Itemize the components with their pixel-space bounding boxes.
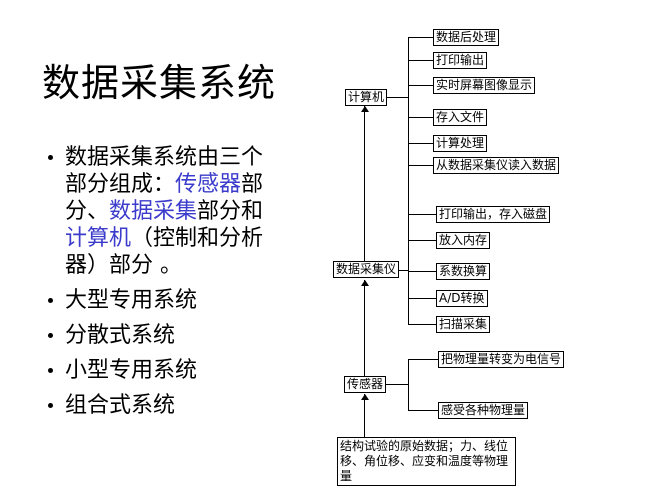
- intro-segment: 数据采集系统由三个部分组成：: [65, 145, 264, 197]
- list-item-label: 小型专用系统: [65, 358, 198, 383]
- connector-leaf: [408, 165, 433, 166]
- intro-segment: 部分、: [65, 172, 264, 224]
- leaf-print-output: 打印输出: [433, 52, 488, 69]
- connector-computer: [385, 97, 408, 98]
- arrow-up-icon: [361, 106, 369, 112]
- leaf-sense-physical-quantities: 感受各种物理量: [438, 402, 529, 419]
- connector-leaf: [408, 37, 433, 38]
- connector-leaf: [408, 117, 433, 118]
- arrow-up-icon: [361, 394, 369, 400]
- node-computer: 计算机: [345, 89, 388, 106]
- node-sensor: 传感器: [344, 376, 387, 393]
- leaf-save-to-file: 存入文件: [433, 109, 488, 126]
- connector-leaf: [408, 410, 438, 411]
- connector-leaf: [408, 143, 433, 144]
- bullet-dot: [48, 333, 53, 338]
- connector-leaf: [408, 271, 436, 272]
- list-item-label: 大型专用系统: [65, 288, 198, 313]
- leaf-store-in-memory: 放入内存: [436, 232, 491, 249]
- leaf-read-from-daq: 从数据采集仪读入数据: [433, 157, 560, 174]
- list-item: 组合式系统: [42, 392, 280, 419]
- leaf-ad-conversion: A/D转换: [436, 290, 488, 307]
- connector-leaf: [408, 85, 433, 86]
- intro-text: 数据采集系统由三个部分组成：传感器部分、数据采集部分和计算机（控制和分析器）部分…: [65, 144, 267, 279]
- connector-spine-sensor: [408, 359, 409, 410]
- intro-segment-computer: 计算机: [65, 226, 132, 251]
- list-item-label: 组合式系统: [65, 393, 176, 418]
- bullet-list: 数据采集系统由三个部分组成：传感器部分、数据采集部分和计算机（控制和分析器）部分…: [42, 144, 280, 419]
- leaf-coefficient-conversion: 系数换算: [436, 263, 491, 280]
- list-item-intro: 数据采集系统由三个部分组成：传感器部分、数据采集部分和计算机（控制和分析器）部分…: [42, 144, 280, 279]
- leaf-realtime-screen-display: 实时屏幕图像显示: [433, 77, 536, 94]
- arrow-up-icon: [361, 280, 369, 286]
- node-source-data: 结构试验的原始数据；力、线位移、角位移、应变和温度等物理量: [337, 437, 516, 486]
- connector-sensor: [384, 384, 408, 385]
- connector-daq: [397, 270, 408, 271]
- bullet-dot: [48, 298, 53, 303]
- intro-segment: 部分和: [197, 199, 264, 224]
- leaf-scan-acquisition: 扫描采集: [436, 316, 491, 333]
- leaf-data-post-processing: 数据后处理: [433, 29, 500, 46]
- flow-line-sensor-to-daq: [364, 280, 365, 376]
- connector-leaf: [408, 60, 433, 61]
- flow-line-daq-to-computer: [364, 106, 365, 262]
- leaf-computation: 计算处理: [433, 135, 488, 152]
- leaf-print-save-disk: 打印输出，存入磁盘: [436, 206, 551, 223]
- connector-leaf: [408, 298, 436, 299]
- list-item: 分散式系统: [42, 322, 280, 349]
- list-item: 小型专用系统: [42, 357, 280, 384]
- connector-leaf: [408, 359, 438, 360]
- flow-line-source-to-sensor: [364, 394, 365, 437]
- connector-spine-main: [408, 37, 409, 325]
- intro-segment-daq: 数据采集: [109, 199, 198, 224]
- connector-leaf: [408, 240, 436, 241]
- connector-leaf: [408, 324, 436, 325]
- list-item-label: 分散式系统: [65, 323, 176, 348]
- node-daq: 数据采集仪: [333, 261, 400, 278]
- leaf-convert-to-electric-signal: 把物理量转变为电信号: [438, 351, 565, 368]
- page-title: 数据采集系统: [42, 61, 277, 105]
- bullet-dot: [48, 155, 53, 160]
- bullet-dot: [48, 403, 53, 408]
- connector-leaf: [408, 214, 436, 215]
- bullet-dot: [48, 368, 53, 373]
- intro-segment-sensor: 传感器: [175, 172, 242, 197]
- list-item: 大型专用系统: [42, 287, 280, 314]
- intro-segment: （控制和分析器）部分 。: [65, 226, 264, 278]
